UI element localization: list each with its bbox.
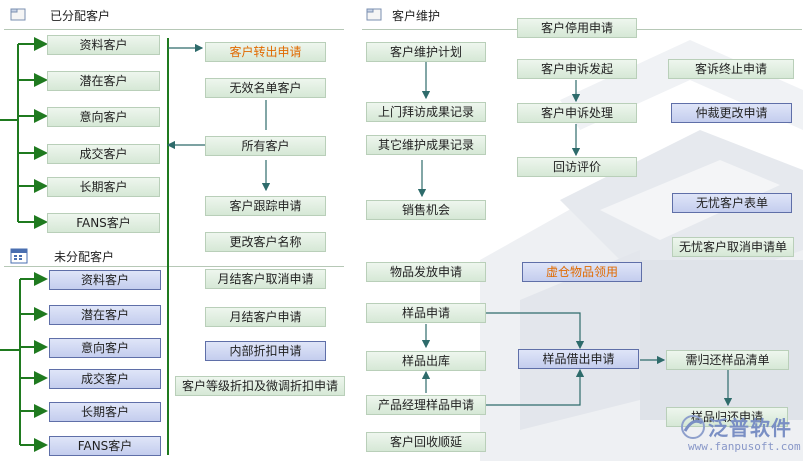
other-results-button[interactable]: 其它维护成果记录 xyxy=(366,135,486,155)
follow-up-apply-button[interactable]: 客户跟踪申请 xyxy=(205,196,326,216)
complaint-process-button[interactable]: 客户申诉处理 xyxy=(517,103,637,123)
folder-icon xyxy=(10,7,26,21)
unassigned-item-intent[interactable]: 意向客户 xyxy=(49,338,161,358)
assigned-item-intent[interactable]: 意向客户 xyxy=(47,107,160,127)
gift-apply-button[interactable]: 物品发放申请 xyxy=(366,262,486,282)
unassigned-item-deal[interactable]: 成交客户 xyxy=(49,369,161,389)
divider xyxy=(4,266,344,267)
monthly-apply-button[interactable]: 月结客户申请 xyxy=(205,307,326,327)
brand-logo-icon xyxy=(681,415,705,439)
pm-sample-apply-button[interactable]: 产品经理样品申请 xyxy=(366,395,486,415)
unassigned-item-potential[interactable]: 潜在客户 xyxy=(49,305,161,325)
assigned-item-longterm[interactable]: 长期客户 xyxy=(47,177,160,197)
brand-name: 泛普软件 xyxy=(708,416,792,440)
maintenance-plan-button[interactable]: 客户维护计划 xyxy=(366,42,486,62)
rename-customer-button[interactable]: 更改客户名称 xyxy=(205,232,326,252)
transfer-apply-button[interactable]: 客户转出申请 xyxy=(205,42,326,62)
assigned-item-deal[interactable]: 成交客户 xyxy=(47,144,160,164)
sample-return-list-button[interactable]: 需归还样品清单 xyxy=(666,350,789,370)
maintenance-header: 客户维护 xyxy=(392,9,441,23)
assigned-item-data[interactable]: 资料客户 xyxy=(47,35,160,55)
worry-free-cancel-button[interactable]: 无忧客户取消申请单 xyxy=(672,237,794,257)
worry-free-form-button[interactable]: 无忧客户表单 xyxy=(672,193,792,213)
complaint-terminate-button[interactable]: 客诉终止申请 xyxy=(668,59,794,79)
invalid-list-button[interactable]: 无效名单客户 xyxy=(205,78,326,98)
callback-review-button[interactable]: 回访评价 xyxy=(517,157,637,177)
folder-icon xyxy=(366,7,382,21)
brand-watermark: 泛普软件 www.fanpusoft.com xyxy=(680,412,801,458)
unassigned-item-fans[interactable]: FANS客户 xyxy=(49,436,161,456)
all-customers-button[interactable]: 所有客户 xyxy=(205,136,326,156)
monthly-cancel-button[interactable]: 月结客户取消申请 xyxy=(205,269,326,289)
divider xyxy=(4,29,344,30)
unassigned-header: 未分配客户 xyxy=(54,250,115,264)
grade-discount-button[interactable]: 客户等级折扣及微调折扣申请 xyxy=(175,376,345,396)
revisit-button[interactable]: 客户回收顺延 xyxy=(366,432,486,452)
deactivate-apply-button[interactable]: 客户停用申请 xyxy=(517,18,637,38)
assigned-item-potential[interactable]: 潜在客户 xyxy=(47,71,160,91)
assigned-item-fans[interactable]: FANS客户 xyxy=(47,213,160,233)
virtual-goods-button[interactable]: 虚仓物品领用 xyxy=(522,262,642,282)
brand-url: www.fanpusoft.com xyxy=(688,440,801,453)
complaint-initiate-button[interactable]: 客户申诉发起 xyxy=(517,59,637,79)
calendar-icon xyxy=(10,246,28,264)
internal-discount-button[interactable]: 内部折扣申请 xyxy=(205,341,326,361)
visit-results-button[interactable]: 上门拜访成果记录 xyxy=(366,102,486,122)
arbitration-change-button[interactable]: 仲裁更改申请 xyxy=(671,103,792,123)
assigned-header: 已分配客户 xyxy=(50,9,111,23)
sample-borrow-button[interactable]: 样品借出申请 xyxy=(518,349,639,369)
sample-out-button[interactable]: 样品出库 xyxy=(366,351,486,371)
unassigned-item-data[interactable]: 资料客户 xyxy=(49,270,161,290)
sample-apply-button[interactable]: 样品申请 xyxy=(366,303,486,323)
unassigned-item-longterm[interactable]: 长期客户 xyxy=(49,402,161,422)
sales-opportunity-button[interactable]: 销售机会 xyxy=(366,200,486,220)
